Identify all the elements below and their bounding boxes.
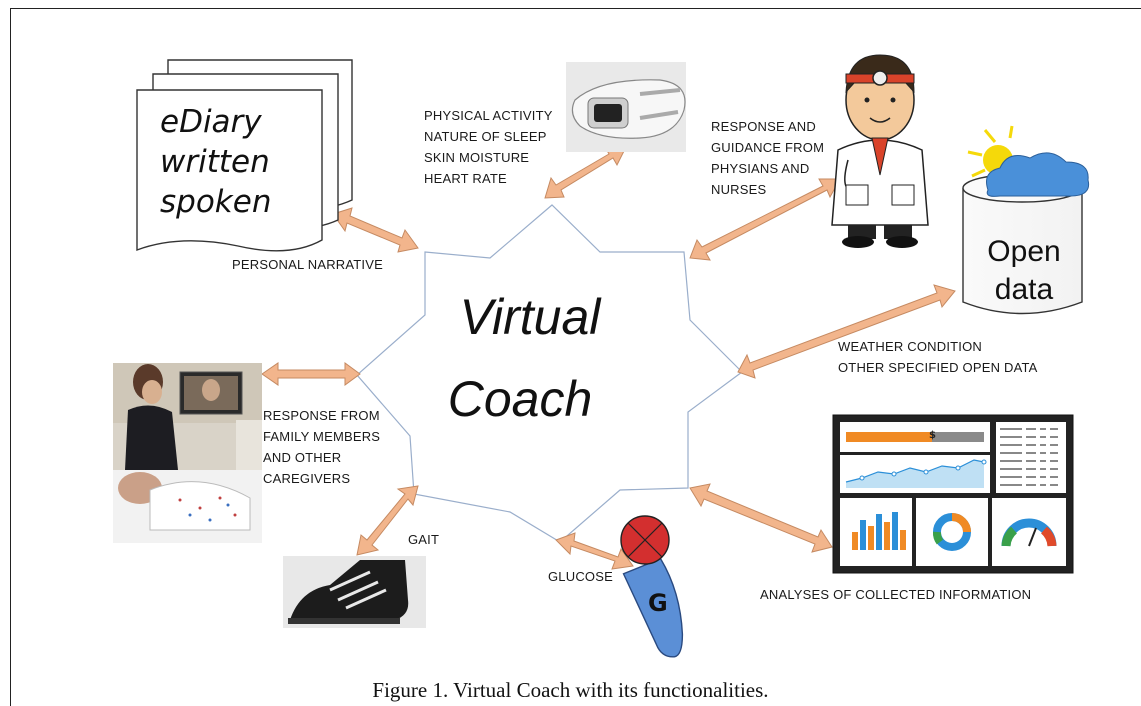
label-weather-1: WEATHER CONDITION (838, 339, 982, 354)
ediary-line-2: written (160, 144, 270, 180)
label-analyses: ANALYSES OF COLLECTED INFORMATION (760, 587, 1032, 602)
label-gait: GAIT (408, 532, 440, 547)
figure-caption: Figure 1. Virtual Coach with its functio… (372, 678, 769, 702)
doctor-icon (831, 54, 929, 248)
open-data-line-2: data (994, 273, 1054, 306)
open-data-cylinder-icon (962, 125, 1090, 315)
ediary-pages-icon (136, 59, 353, 252)
label-physicians-4: NURSES (711, 182, 767, 197)
label-weather-2: OTHER SPECIFIED OPEN DATA (838, 360, 1038, 375)
arrow-open-data (737, 284, 956, 379)
dashboard-currency: $ (929, 430, 936, 441)
shoe-sensor-icon (283, 556, 426, 628)
label-physicians-1: RESPONSE AND (711, 119, 816, 134)
wristband-icon (566, 62, 686, 152)
open-data-line-1: Open (987, 235, 1061, 268)
label-sensors-1: PHYSICAL ACTIVITY (424, 108, 553, 123)
label-family-4: CAREGIVERS (263, 471, 351, 486)
glucose-marker: G (648, 589, 668, 617)
arrow-glucose (555, 532, 634, 570)
center-title-line-1: Virtual (459, 289, 601, 345)
label-sensors-3: SKIN MOISTURE (424, 150, 530, 165)
figure-frame (10, 8, 1141, 706)
center-title-line-2: Coach (447, 371, 593, 427)
label-glucose: GLUCOSE (548, 569, 613, 584)
arrow-gait (356, 485, 419, 556)
label-sensors-4: HEART RATE (424, 171, 507, 186)
arrow-analyses (689, 483, 833, 553)
label-physicians-3: PHYSIANS AND (711, 161, 810, 176)
ediary-line-3: spoken (160, 184, 272, 220)
nurse-photo-icon (113, 363, 262, 543)
label-physicians-2: GUIDANCE FROM (711, 140, 825, 155)
label-family-3: AND OTHER (263, 450, 342, 465)
arrow-family (261, 362, 361, 386)
label-personal-narrative: PERSONAL NARRATIVE (232, 257, 383, 272)
label-family-1: RESPONSE FROM (263, 408, 380, 423)
virtual-coach-hub (356, 204, 743, 543)
arrow-sensors (544, 146, 627, 199)
ediary-line-1: eDiary (160, 104, 262, 140)
label-sensors-2: NATURE OF SLEEP (424, 129, 547, 144)
glucose-meter-icon (620, 515, 684, 658)
label-family-2: FAMILY MEMBERS (263, 429, 381, 444)
arrow-personal-narrative (332, 207, 419, 253)
dashboard-icon (832, 414, 1074, 574)
